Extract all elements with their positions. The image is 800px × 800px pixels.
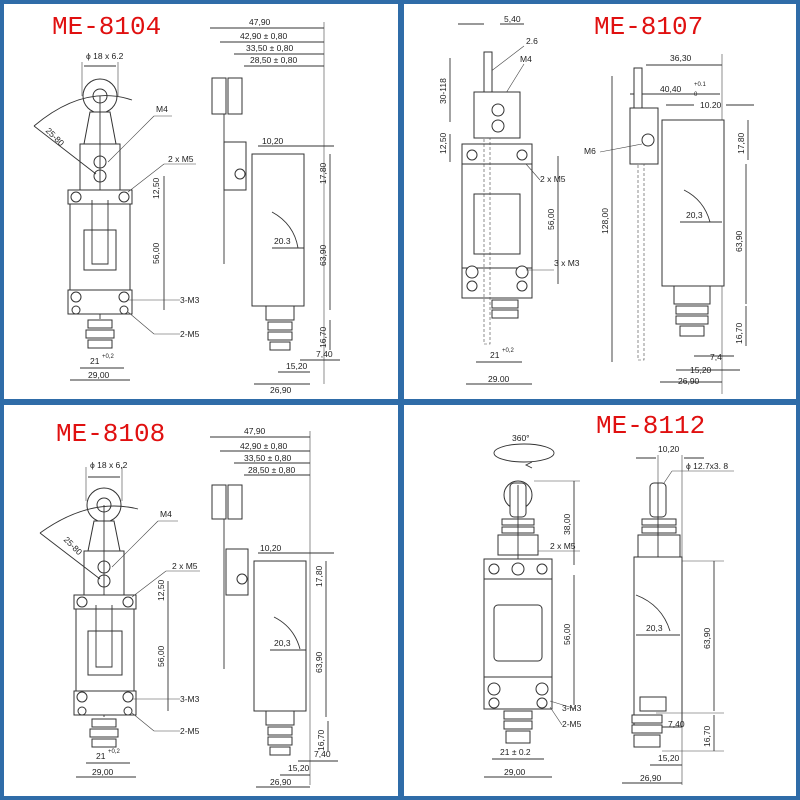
dimension-label: 16,70 bbox=[702, 725, 712, 747]
dimension-label: M4 bbox=[520, 54, 532, 64]
dimension-label: 29.00 bbox=[488, 374, 510, 384]
dimension-label: 56,00 bbox=[546, 208, 556, 230]
dimension-label: 2-M5 bbox=[180, 329, 200, 339]
dimension-label: 63,90 bbox=[734, 230, 744, 252]
dimension-label: 42,90 ± 0,80 bbox=[240, 441, 287, 451]
model-title: ME-8104 bbox=[52, 12, 162, 42]
dimension-label: 26,90 bbox=[678, 376, 700, 386]
dimension-label: 56,00 bbox=[562, 623, 572, 645]
dimension-label: 16,70 bbox=[734, 322, 744, 344]
dimension-label: 15,20 bbox=[658, 753, 680, 763]
dimension-label: 20,3 bbox=[274, 638, 291, 648]
dimension-label: 36,30 bbox=[670, 53, 692, 63]
dimension-label: +0,2 bbox=[102, 354, 115, 360]
dimension-label: 3-M3 bbox=[180, 694, 200, 704]
dimension-label: 5,40 bbox=[504, 14, 521, 24]
dimension-label: 10,20 bbox=[658, 444, 680, 454]
dimension-label: 3 x M3 bbox=[554, 258, 580, 268]
dimension-label: 0 bbox=[694, 92, 698, 98]
dimension-label: ϕ 18 x 6,2 bbox=[90, 460, 128, 470]
dimension-label: 20.3 bbox=[274, 236, 291, 246]
model-title: ME-8108 bbox=[56, 419, 166, 449]
dimension-label: 33,50 ± 0,80 bbox=[244, 453, 291, 463]
dimension-label: 40,40 bbox=[660, 84, 682, 94]
dimension-label: 20,3 bbox=[646, 623, 663, 633]
panel-me-8112: ME-8112 360° 38,00 2 x M5 56,00 3-M3 2-M… bbox=[404, 405, 796, 796]
dimension-label: 26,90 bbox=[270, 777, 292, 787]
dimension-label: +0,2 bbox=[502, 348, 515, 354]
dimension-label: 25-80 bbox=[62, 535, 85, 558]
dimension-label: ϕ 12.7x3. 8 bbox=[686, 461, 728, 471]
dimension-label: 2 x M5 bbox=[550, 541, 576, 551]
dimension-label: 29,00 bbox=[92, 767, 114, 777]
dimension-label: 16,70 bbox=[318, 326, 328, 348]
dimension-label: 17,80 bbox=[314, 565, 324, 587]
dimension-label: 7,40 bbox=[314, 749, 331, 759]
dimension-label: 2 x M5 bbox=[540, 174, 566, 184]
dimension-label: 10,20 bbox=[260, 543, 282, 553]
dimension-label: 28,50 ± 0,80 bbox=[248, 465, 295, 475]
dimension-label: 16,70 bbox=[316, 729, 326, 751]
dimension-label: 28,50 ± 0,80 bbox=[250, 55, 297, 65]
dimension-label: 63,90 bbox=[318, 244, 328, 266]
panel-me-8104: ME-8104 ϕ 18 x 6.2 25-80 M4 2 x M5 12,50… bbox=[4, 4, 398, 399]
dimension-label: 15,20 bbox=[288, 763, 310, 773]
dimension-label: 26,90 bbox=[270, 385, 292, 395]
drawing-me-8112: 360° 38,00 2 x M5 56,00 3-M3 2-M5 21 ± 0… bbox=[483, 433, 734, 785]
dimension-label: 21 bbox=[490, 350, 500, 360]
dim-roller: ϕ 18 x 6.2 bbox=[86, 51, 124, 61]
panel-me-8108: ME-8108 ϕ 18 x 6,2 25-80 M4 2 x M5 12,50… bbox=[4, 405, 398, 796]
panel-me-8107: ME-8107 5,40 2.6 M4 30-118 12,50 2 x M5 … bbox=[404, 4, 796, 399]
dimension-label: 15,20 bbox=[690, 365, 712, 375]
dimension-label: 56,00 bbox=[156, 645, 166, 667]
model-title: ME-8112 bbox=[596, 411, 706, 441]
dimension-label: 2.6 bbox=[526, 36, 538, 46]
dimension-label: 21 bbox=[90, 356, 100, 366]
dimension-label: 26,90 bbox=[640, 773, 662, 783]
dimension-label: 33,50 ± 0,80 bbox=[246, 43, 293, 53]
dimension-label: 3-M3 bbox=[180, 295, 200, 305]
dimension-label: 128,00 bbox=[600, 208, 610, 234]
dimension-label: 15,20 bbox=[286, 361, 308, 371]
dimension-label: 21 ± 0.2 bbox=[500, 747, 531, 757]
dimension-label: 42,90 ± 0,80 bbox=[240, 31, 287, 41]
dimension-label: M4 bbox=[156, 104, 168, 114]
dimension-label: 56,00 bbox=[151, 242, 161, 264]
dimension-label: 17,80 bbox=[736, 132, 746, 154]
dimension-label: 7,40 bbox=[668, 719, 685, 729]
dimension-label: 63,90 bbox=[702, 627, 712, 649]
dimension-label: 29,00 bbox=[88, 370, 110, 380]
dimension-label: 12,50 bbox=[438, 132, 448, 154]
dimension-label: 360° bbox=[512, 433, 530, 443]
dimension-label: 3-M3 bbox=[562, 703, 582, 713]
dimension-label: 25-80 bbox=[44, 126, 67, 149]
dimension-label: 7,4 bbox=[710, 352, 722, 362]
dimension-label: 20,3 bbox=[686, 210, 703, 220]
drawing-me-8108: ϕ 18 x 6,2 25-80 M4 2 x M5 12,50 56,00 3… bbox=[39, 426, 338, 788]
dimension-label: 21 bbox=[96, 751, 106, 761]
drawing-me-8107: 5,40 2.6 M4 30-118 12,50 2 x M5 56,00 3 … bbox=[438, 14, 754, 394]
dimension-label: 2-M5 bbox=[180, 726, 200, 736]
dimension-label: 38,00 bbox=[562, 513, 572, 535]
dimension-label: 47,90 bbox=[244, 426, 266, 436]
dimension-label: 2 x M5 bbox=[168, 154, 194, 164]
dimension-label: 10,20 bbox=[262, 136, 284, 146]
dimension-label: 30-118 bbox=[438, 78, 448, 104]
model-title: ME-8107 bbox=[594, 12, 704, 42]
dimension-label: 17,80 bbox=[318, 162, 328, 184]
dimension-label: 12,50 bbox=[156, 579, 166, 601]
dimension-label: 63,90 bbox=[314, 651, 324, 673]
dimension-label: 2 x M5 bbox=[172, 561, 198, 571]
dimension-label: M6 bbox=[584, 146, 596, 156]
dimension-label: 29,00 bbox=[504, 767, 526, 777]
dimension-label: 47,90 bbox=[249, 17, 271, 27]
dimension-label: 12,50 bbox=[151, 177, 161, 199]
dimension-label: +0,2 bbox=[108, 749, 121, 755]
dimension-label: 2-M5 bbox=[562, 719, 582, 729]
dimension-label: M4 bbox=[160, 509, 172, 519]
dimension-label: 7,40 bbox=[316, 349, 333, 359]
drawing-me-8104: ϕ 18 x 6.2 25-80 M4 2 x M5 12,50 56,00 3… bbox=[33, 17, 340, 395]
dimension-label: +0.1 bbox=[694, 82, 707, 88]
dimension-label: 10.20 bbox=[700, 100, 722, 110]
